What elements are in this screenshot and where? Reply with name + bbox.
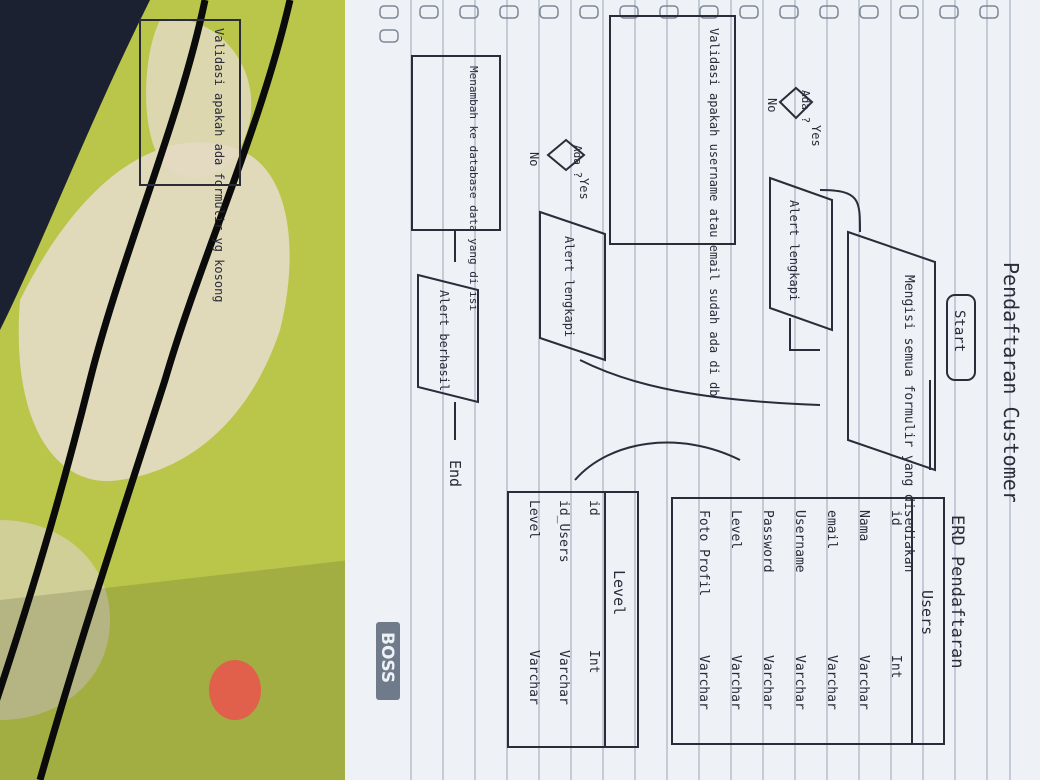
erd-level-row-type: Int bbox=[586, 650, 601, 673]
erd-users-row-type: Varchar bbox=[824, 655, 839, 710]
erd-users-title: Users bbox=[918, 590, 936, 635]
cream-leaf bbox=[146, 18, 252, 178]
erd-users-row-type: Varchar bbox=[856, 655, 871, 710]
flow-yes-1: Yes bbox=[809, 125, 823, 147]
flow-alert-berhasil: Alert berhasil bbox=[437, 290, 451, 391]
flow-decision-1: Ada ? bbox=[799, 90, 812, 123]
erd-diagram bbox=[507, 491, 945, 748]
erd-users-row-field: Password bbox=[760, 510, 775, 573]
flow-end: End bbox=[446, 460, 464, 487]
erd-level-row-type: Varchar bbox=[526, 650, 541, 705]
brand-logo: BOSS bbox=[376, 622, 400, 700]
erd-level-row-field: id bbox=[586, 500, 601, 516]
flow-alert-2: Alert lengkapi bbox=[562, 236, 576, 337]
erd-users-row-type: Varchar bbox=[792, 655, 807, 710]
notebook-paper bbox=[345, 0, 1040, 780]
erd-level-row-field: id_Users bbox=[556, 500, 571, 563]
erd-users-row-type: Int bbox=[888, 655, 903, 678]
erd-users-row-field: Username bbox=[792, 510, 807, 573]
erd-users-row-field: Foto Profil bbox=[696, 510, 711, 596]
erd-users-row-type: Varchar bbox=[696, 655, 711, 710]
erd-level-title: Level bbox=[610, 570, 628, 615]
orange-spot bbox=[209, 660, 261, 720]
erd-users-row-field: Level bbox=[728, 510, 743, 549]
cable bbox=[36, 0, 294, 780]
flow-decision-2: Ada ? bbox=[571, 145, 584, 178]
erd-users-row-type: Varchar bbox=[760, 655, 775, 710]
erd-users-row-type: Varchar bbox=[728, 655, 743, 710]
flow-step-validasi-username: Validasi apakah username atau email suda… bbox=[707, 28, 721, 396]
flow-yes-2: Yes bbox=[577, 178, 591, 200]
flow-alert-lengkapi: Alert lengkapi bbox=[787, 200, 801, 301]
erd-level-row-field: Level bbox=[526, 500, 541, 539]
spiral-holes bbox=[379, 5, 999, 43]
flow-no-1: No bbox=[765, 98, 779, 112]
erd-users-row-field: email bbox=[824, 510, 839, 549]
flow-no-2: No bbox=[527, 152, 541, 166]
flow-step-isi: Mengisi semua formulir yang disediakan bbox=[901, 275, 916, 572]
flowchart bbox=[139, 15, 976, 481]
flow-step-validasi-form: Validasi apakah ada formulir yg kosong bbox=[212, 28, 226, 303]
page-title: Pendaftaran Customer bbox=[999, 262, 1023, 503]
erd-users-row-field: Nama bbox=[856, 510, 871, 541]
brand-logo-text: BOSS bbox=[377, 632, 397, 683]
erd-title: ERD Pendaftaran bbox=[947, 515, 967, 669]
flow-start: Start bbox=[951, 310, 967, 352]
cable bbox=[0, 0, 209, 701]
erd-level-row-type: Varchar bbox=[556, 650, 571, 705]
flow-step-menambah: Menambah ke database data yang di isi bbox=[467, 66, 480, 311]
erd-users-row-field: id bbox=[888, 510, 903, 526]
cream-leaf bbox=[0, 520, 110, 720]
